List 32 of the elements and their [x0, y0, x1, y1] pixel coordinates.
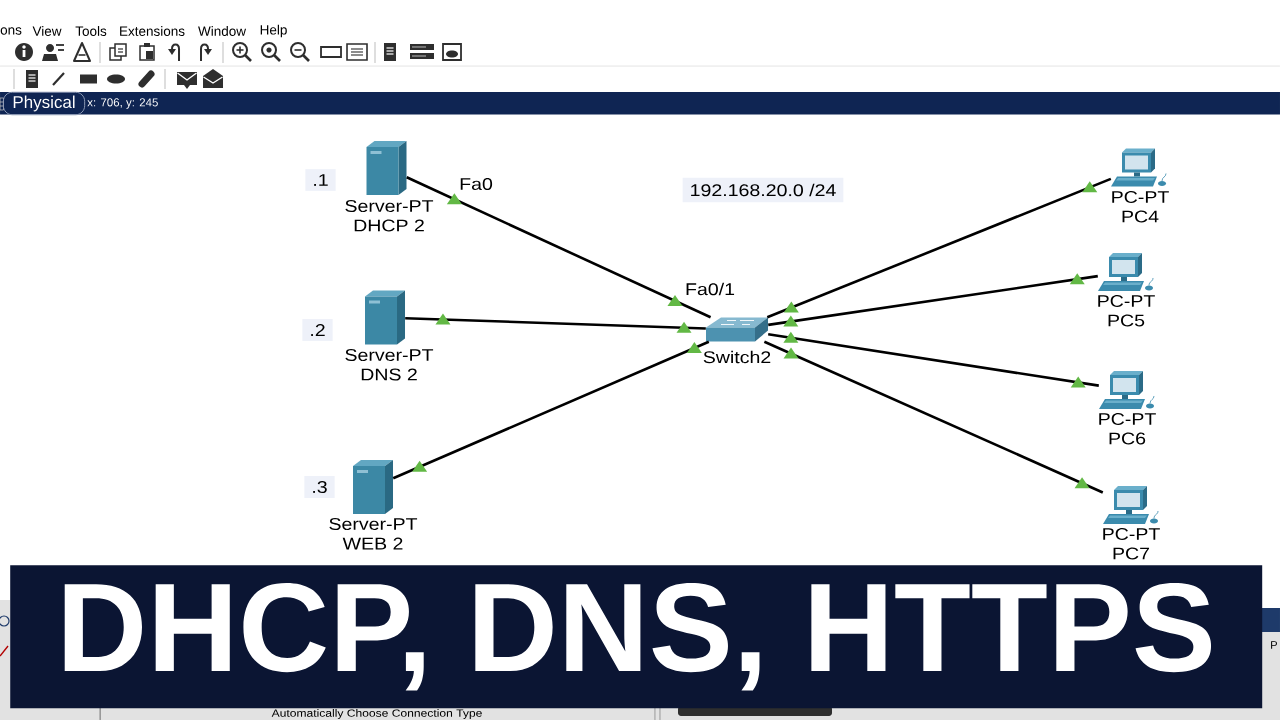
device-label: Switch2 — [703, 350, 771, 364]
device-label: DHCP 2 — [354, 219, 424, 232]
menu-item: ons — [0, 27, 22, 35]
port-label: Fa0/1 — [686, 282, 735, 296]
device-label: DNS 2 — [361, 368, 417, 381]
device-label: PC5 — [1108, 314, 1145, 327]
title-banner: DHCP, DNS, HTTPS — [10, 565, 1263, 709]
device-label: WEB 2 — [342, 537, 403, 550]
device-label: PC-PT — [1112, 191, 1169, 203]
device-label: PC-PT — [1098, 295, 1155, 307]
note-label: 192.168.20.0 /24 — [682, 177, 844, 203]
device-label: PC-PT — [1099, 413, 1156, 425]
menu-item: Tools — [75, 26, 107, 36]
device-label: Server-PT — [345, 200, 434, 212]
note-label: .2 — [302, 319, 333, 341]
device-label: Server-PT — [329, 517, 418, 530]
device-label: PC7 — [1113, 547, 1150, 560]
coordinates-readout: x: 706, y: 245 — [87, 98, 158, 109]
menu-item: Window — [198, 26, 247, 36]
device-label: PC-PT — [1103, 528, 1160, 540]
menu-item: Help — [260, 24, 287, 38]
port-label: Fa0 — [460, 178, 493, 190]
note-label: .3 — [304, 476, 335, 498]
device-label: Server-PT — [345, 349, 434, 361]
panel-label: P — [1271, 641, 1277, 649]
option-label: Automatically Choose Connection Type — [271, 709, 482, 719]
device-label: PC4 — [1122, 210, 1159, 223]
device-label: PC6 — [1109, 432, 1146, 445]
menu-item: Extensions — [120, 26, 185, 36]
tab: Physical — [2, 91, 86, 116]
note-label: .1 — [305, 169, 336, 191]
menu-item: View — [32, 26, 62, 36]
